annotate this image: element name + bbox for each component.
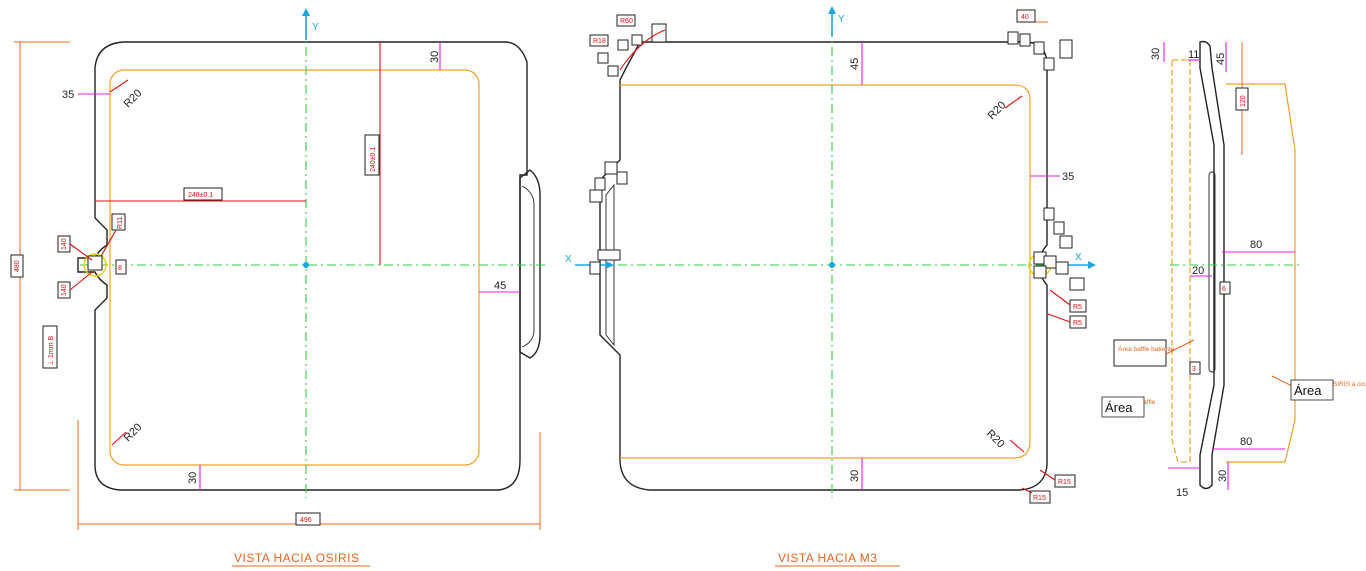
- m3-inner-area: [620, 84, 1031, 459]
- side-callout-left: Área: [1105, 400, 1133, 415]
- osiris-hole-radius: R11: [117, 217, 124, 229]
- m3-view-title: VISTA HACIA M3: [778, 551, 877, 565]
- osiris-flatness: ⊥ 1mm B: [48, 335, 55, 366]
- m3-top-margin: 45: [849, 58, 861, 70]
- side-bottom-30: 30: [1217, 470, 1229, 482]
- osiris-radius-bottom: R20: [122, 421, 145, 444]
- osiris-right-margin: 45: [494, 280, 506, 292]
- m3-right-margin: 35: [1062, 171, 1074, 183]
- osiris-radius-top: R20: [122, 87, 145, 110]
- m3-y-label: Y: [838, 14, 845, 25]
- side-callout-right: Área: [1294, 383, 1322, 398]
- m3-x-label-right: X: [1075, 252, 1082, 263]
- view-m3: Y X X 45 30 35 40 R20 R20 R15: [565, 6, 1096, 567]
- osiris-y-label: Y: [312, 22, 319, 33]
- m3-plate-outline: [599, 41, 1048, 491]
- osiris-overall-width: 496: [300, 517, 312, 524]
- side-width-20: 20: [1192, 265, 1204, 277]
- osiris-center-point: [303, 262, 309, 268]
- side-note-baffle-batiente: Área baffle batiente: [1118, 344, 1175, 353]
- m3-r5-b: R5: [1073, 320, 1082, 327]
- m3-r15-b: R15: [1033, 495, 1046, 502]
- side-width-80-top: 80: [1250, 239, 1262, 251]
- osiris-plate-outline: [77, 41, 528, 491]
- m3-radius-top-right: R20: [986, 99, 1009, 122]
- side-depth-upper: 120: [1240, 95, 1247, 107]
- m3-bottom-margin: 30: [849, 470, 861, 482]
- view-side: 30 11 45 120 80 20 6 3 80 30 15 Área baf…: [1101, 40, 1366, 499]
- osiris-inner-area: [109, 69, 480, 466]
- m3-r18: R18: [593, 38, 606, 45]
- side-slot: [1208, 171, 1216, 373]
- osiris-half-width: 246±0.1: [188, 192, 213, 199]
- osiris-tag-top: 140: [61, 238, 68, 250]
- osiris-tag-bottom: 140: [61, 284, 68, 296]
- side-bottom-15: 15: [1176, 487, 1188, 499]
- m3-width-top: 40: [1021, 14, 1029, 21]
- side-width-80-bottom: 80: [1240, 436, 1252, 448]
- osiris-tag-pin: 8: [118, 265, 122, 272]
- osiris-top-margin: 30: [429, 51, 441, 63]
- side-plate-profile: [1199, 40, 1225, 490]
- m3-radius-bottom-right: R20: [984, 428, 1007, 451]
- osiris-hole-circle: [83, 253, 107, 277]
- osiris-overall-height: 480: [14, 260, 21, 272]
- osiris-bottom-margin: 30: [187, 472, 199, 484]
- side-top-thick: 11: [1188, 49, 1199, 61]
- m3-x-label-left: X: [565, 254, 572, 265]
- osiris-view-title: VISTA HACIA OSIRIS: [234, 551, 359, 565]
- osiris-handle: [519, 169, 541, 359]
- side-callout-left-box: [1101, 396, 1145, 418]
- side-top-gap: 30: [1150, 48, 1162, 60]
- m3-r5-a: R5: [1073, 304, 1082, 311]
- osiris-half-height: 240±0.1: [370, 147, 377, 172]
- side-top-offset: 45: [1215, 53, 1227, 65]
- osiris-handle-inner: [521, 185, 535, 348]
- side-callout-right-box: [1290, 379, 1334, 401]
- side-tag-6: 6: [1222, 286, 1226, 293]
- side-tag-3: 3: [1192, 366, 1196, 373]
- m3-r15-a: R15: [1058, 479, 1071, 486]
- m3-left-slot: [605, 183, 615, 347]
- osiris-left-margin: 35: [62, 89, 74, 101]
- view-osiris: Y 480 496 30 35 45 30 R20 R20: [10, 8, 545, 567]
- m3-r60: R60: [620, 18, 633, 25]
